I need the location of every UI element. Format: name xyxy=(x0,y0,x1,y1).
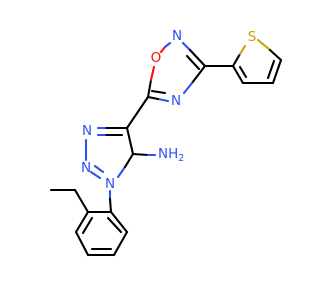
bond-n4-c5-carbon xyxy=(146,95,160,101)
atom-label-triazole-n3: N xyxy=(82,123,92,139)
bond-tz-n1-c5 xyxy=(116,165,127,179)
bond-tz-n2-n1 xyxy=(89,170,102,180)
bond-ph-c3-c4 xyxy=(74,230,90,257)
bond-layer xyxy=(49,38,283,257)
bond-c3-n4-hetero xyxy=(182,81,194,95)
bond-th-c5-c4-double xyxy=(266,59,276,80)
bond-n4-c5-double xyxy=(150,89,167,95)
atom-label-oxadiazole-n4: N xyxy=(171,93,181,109)
atom-label-triazole-n1: N xyxy=(105,176,115,192)
atom-label-triazole-n2: N xyxy=(81,160,91,176)
bond-tz-n1-c5-carbon xyxy=(123,152,135,169)
bond-ph-ethyl-ch2 xyxy=(73,188,90,214)
atom-label-oxygen: O xyxy=(151,50,162,66)
bond-ph-c2-c3 xyxy=(74,210,90,234)
bond-th-c2-s-hetero xyxy=(238,44,247,56)
bond-ph-c6-c1-double xyxy=(106,216,123,234)
bond-n1-phenyl xyxy=(108,197,113,214)
bond-n2-c3-double xyxy=(185,54,201,71)
atom-label-oxadiazole-n2: N xyxy=(172,28,182,44)
bond-n2-c3 xyxy=(181,41,192,52)
molecule-structure-diagram: O N N S N N N NH2 xyxy=(49,28,283,257)
bond-c5-triazole xyxy=(125,95,150,130)
bond-ph-c2-c3-double xyxy=(81,216,94,235)
atom-label-sulfur: S xyxy=(248,29,257,45)
bond-th-s-c5-carbon xyxy=(268,48,283,62)
atom-label-amine: NH2 xyxy=(158,146,184,164)
bond-th-c2-s xyxy=(231,52,242,68)
bond-th-c3-c2 xyxy=(231,64,245,85)
bond-ph-c5-c6 xyxy=(112,230,129,257)
bond-n2-c3-carbon xyxy=(188,48,207,68)
bond-o1-n2 xyxy=(159,45,167,54)
amine-subscript: 2 xyxy=(178,153,184,164)
bond-c3-n4 xyxy=(190,64,207,85)
bond-tz-c5-c4 xyxy=(125,126,135,156)
atom-label-layer: O N N S N N N NH2 xyxy=(81,28,256,192)
bond-c5-o1 xyxy=(146,78,153,99)
bond-tz-n2-n1-double xyxy=(93,164,105,174)
amine-nh: NH xyxy=(158,146,178,162)
bond-c5-amine xyxy=(131,152,150,157)
bond-n4-c5 xyxy=(156,97,170,103)
bond-th-s-c5 xyxy=(256,38,272,52)
bond-th-c3-c2-double xyxy=(238,65,248,79)
bond-ph-c6-c1 xyxy=(109,210,129,234)
bond-o1-n2-hetero xyxy=(163,41,172,49)
bond-c5-o1-hetero xyxy=(149,65,156,82)
bond-th-c5-c4 xyxy=(271,58,283,85)
